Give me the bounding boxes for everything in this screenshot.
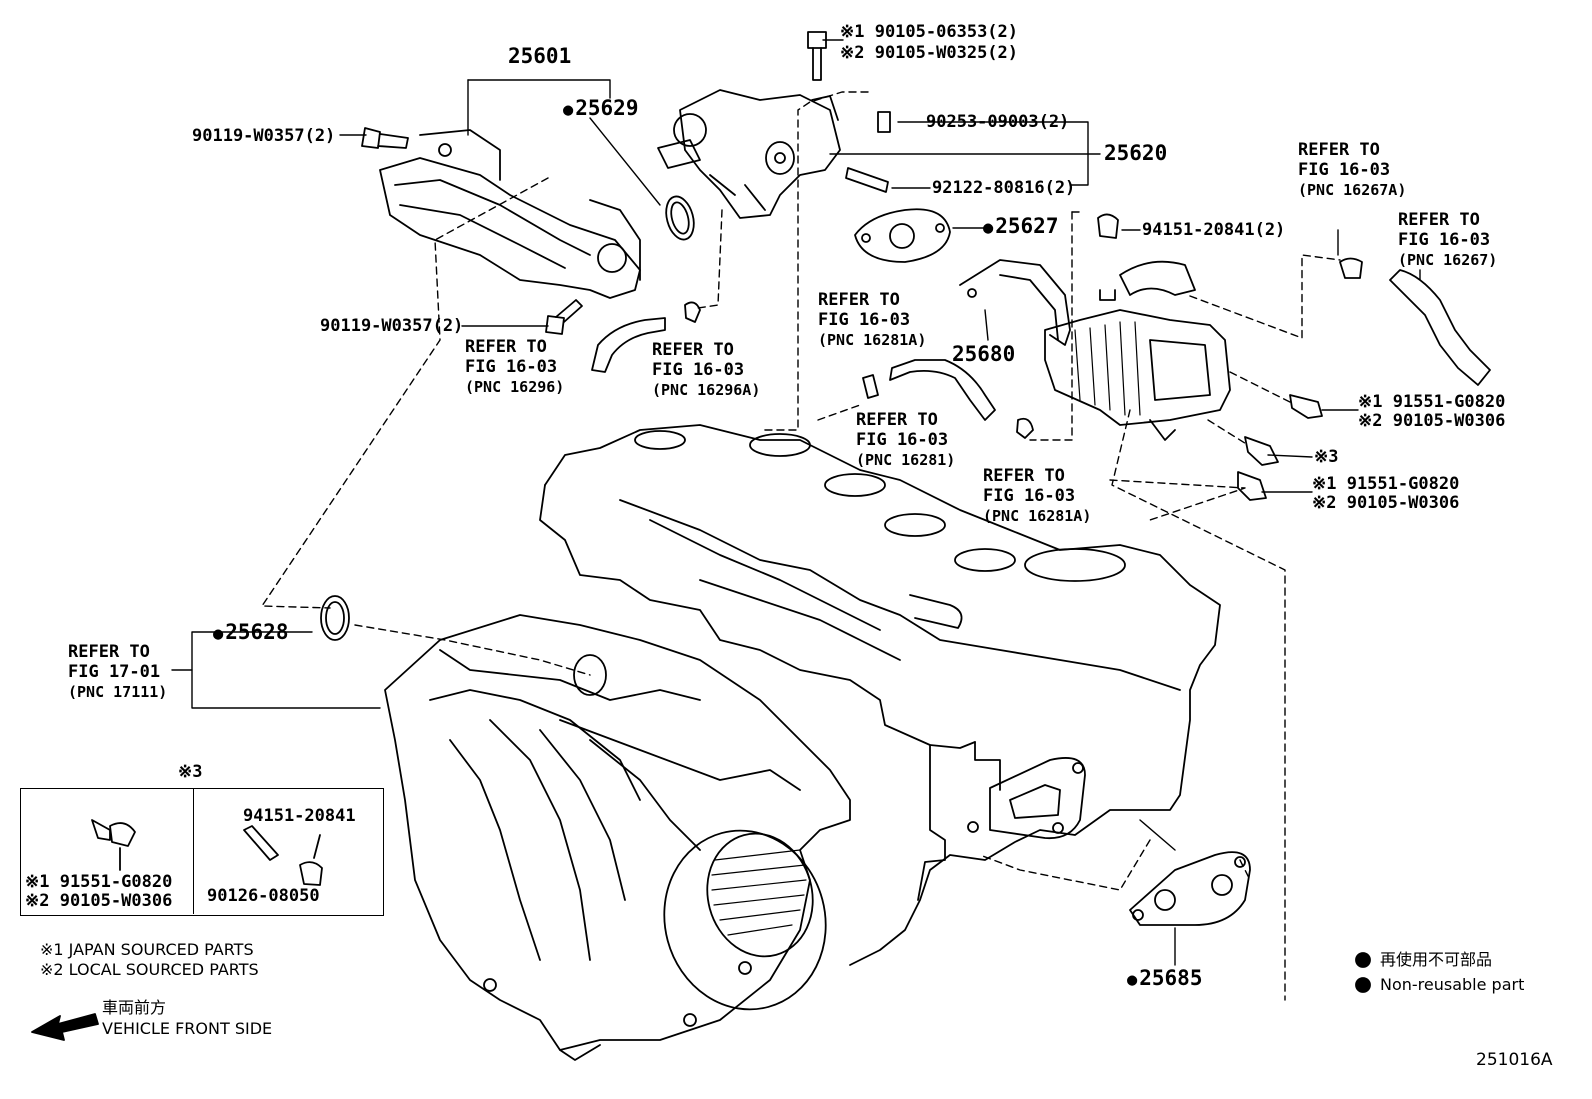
callout-25620: 25620	[1104, 141, 1168, 165]
note3-box	[20, 788, 384, 916]
refer-pnc-16281a-left: REFER TO FIG 16-03 (PNC 16281A)	[818, 290, 926, 350]
refer-pnc-17111: REFER TO FIG 17-01 (PNC 17111)	[68, 642, 167, 702]
gasket-25627-drawing	[854, 208, 951, 263]
intake-manifold	[384, 614, 851, 1061]
legend-dot-jp	[1355, 952, 1371, 968]
refer-line2: FIG 16-03	[465, 357, 558, 377]
refer-pnc-16281: REFER TO FIG 16-03 (PNC 16281)	[856, 410, 955, 470]
refer-line2: FIG 17-01	[68, 662, 161, 682]
legend-nonreuse-en: Non-reusable part	[1380, 975, 1525, 994]
refer-pnc-16267a: REFER TO FIG 16-03 (PNC 16267A)	[1298, 140, 1406, 200]
egr-pipe-drawing	[379, 129, 641, 299]
refer-line3: (PNC 16281A)	[818, 331, 927, 349]
egr-valve-drawing	[657, 89, 841, 219]
refer-line2: FIG 16-03	[983, 486, 1076, 506]
note3-divider	[193, 788, 194, 914]
refer-line1: REFER TO	[983, 466, 1065, 486]
refer-line1: REFER TO	[818, 290, 900, 310]
gasket-25629-drawing	[665, 195, 695, 241]
gasket-25628-drawing	[320, 595, 350, 641]
callout-bolt-left-top: 90119-W0357(2)	[192, 126, 336, 146]
callout-25628: 25628	[213, 620, 288, 646]
callout-bolt-left-mid: 90119-W0357(2)	[320, 316, 464, 336]
refer-line3: (PNC 16296)	[465, 378, 565, 396]
front-label-en: VEHICLE FRONT SIDE	[102, 1019, 273, 1038]
callout-25629: 25629	[563, 96, 638, 122]
refer-line3: (PNC 16281)	[856, 451, 956, 469]
gasket-25685-drawing	[1129, 851, 1251, 926]
legend-japan: ※1 JAPAN SOURCED PARTS	[40, 940, 254, 959]
engine-block	[539, 424, 1221, 966]
refer-line2: FIG 16-03	[1298, 160, 1391, 180]
refer-line1: REFER TO	[465, 337, 547, 357]
callout-bolt-r1-1: ※1 91551-G0820	[1358, 392, 1506, 412]
refer-line3: (PNC 16296A)	[652, 381, 761, 399]
callout-bolt-r1-2: ※2 90105-W0306	[1358, 411, 1506, 431]
callout-25680: 25680	[952, 342, 1016, 366]
note3-right-top: 94151-20841	[243, 806, 356, 826]
refer-line1: REFER TO	[1398, 210, 1480, 230]
callout-nut: 94151-20841(2)	[1142, 220, 1286, 240]
egr-cooler-drawing	[959, 259, 1231, 441]
refer-line1: REFER TO	[856, 410, 938, 430]
callout-bolt-r3-2: ※2 90105-W0306	[1312, 493, 1460, 513]
refer-line3: (PNC 16267A)	[1298, 181, 1407, 199]
refer-line1: REFER TO	[68, 642, 150, 662]
refer-line3: (PNC 16281A)	[983, 507, 1092, 525]
legend-dot-en	[1355, 977, 1371, 993]
refer-pnc-16296a: REFER TO FIG 16-03 (PNC 16296A)	[652, 340, 760, 400]
fastener-drawings	[361, 31, 1323, 501]
assembly-lines	[261, 91, 1341, 1001]
note3-title: ※3	[178, 762, 203, 782]
callout-bolt-r3-1: ※1 91551-G0820	[1312, 474, 1460, 494]
note3-left-1: ※1 91551-G0820	[25, 872, 173, 892]
refer-pnc-16281a-right: REFER TO FIG 16-03 (PNC 16281A)	[983, 466, 1091, 526]
callout-stud: 92122-80816(2)	[932, 178, 1076, 198]
note3-right-bottom: 90126-08050	[207, 886, 320, 906]
refer-line2: FIG 16-03	[1398, 230, 1491, 250]
callout-25601: 25601	[508, 44, 572, 68]
callout-bolt-r2: ※3	[1314, 447, 1339, 467]
front-label-jp: 車両前方	[102, 998, 167, 1017]
refer-line2: FIG 16-03	[856, 430, 949, 450]
refer-line1: REFER TO	[1298, 140, 1380, 160]
callout-bolt-top-1: ※1 90105-06353(2)	[840, 22, 1019, 42]
refer-line3: (PNC 16267)	[1398, 251, 1498, 269]
refer-pnc-16267: REFER TO FIG 16-03 (PNC 16267)	[1398, 210, 1497, 270]
legend-nonreuse-jp: 再使用不可部品	[1380, 950, 1493, 969]
callout-pin: 90253-09003(2)	[926, 112, 1070, 132]
refer-line2: FIG 16-03	[818, 310, 911, 330]
note3-left-2: ※2 90105-W0306	[25, 891, 173, 911]
hose-drawings	[591, 257, 1491, 439]
refer-line1: REFER TO	[652, 340, 734, 360]
note3-part-drawings	[91, 819, 323, 886]
figure-id: 251016A	[1476, 1050, 1553, 1070]
callout-25627: 25627	[983, 214, 1058, 240]
callout-bolt-top-2: ※2 90105-W0325(2)	[840, 43, 1019, 63]
front-arrow	[31, 1013, 99, 1041]
leader-lines	[171, 39, 1421, 966]
legend-local: ※2 LOCAL SOURCED PARTS	[40, 960, 259, 979]
refer-pnc-16296: REFER TO FIG 16-03 (PNC 16296)	[465, 337, 564, 397]
callout-25685: 25685	[1127, 966, 1202, 992]
refer-line3: (PNC 17111)	[68, 683, 168, 701]
refer-line2: FIG 16-03	[652, 360, 745, 380]
